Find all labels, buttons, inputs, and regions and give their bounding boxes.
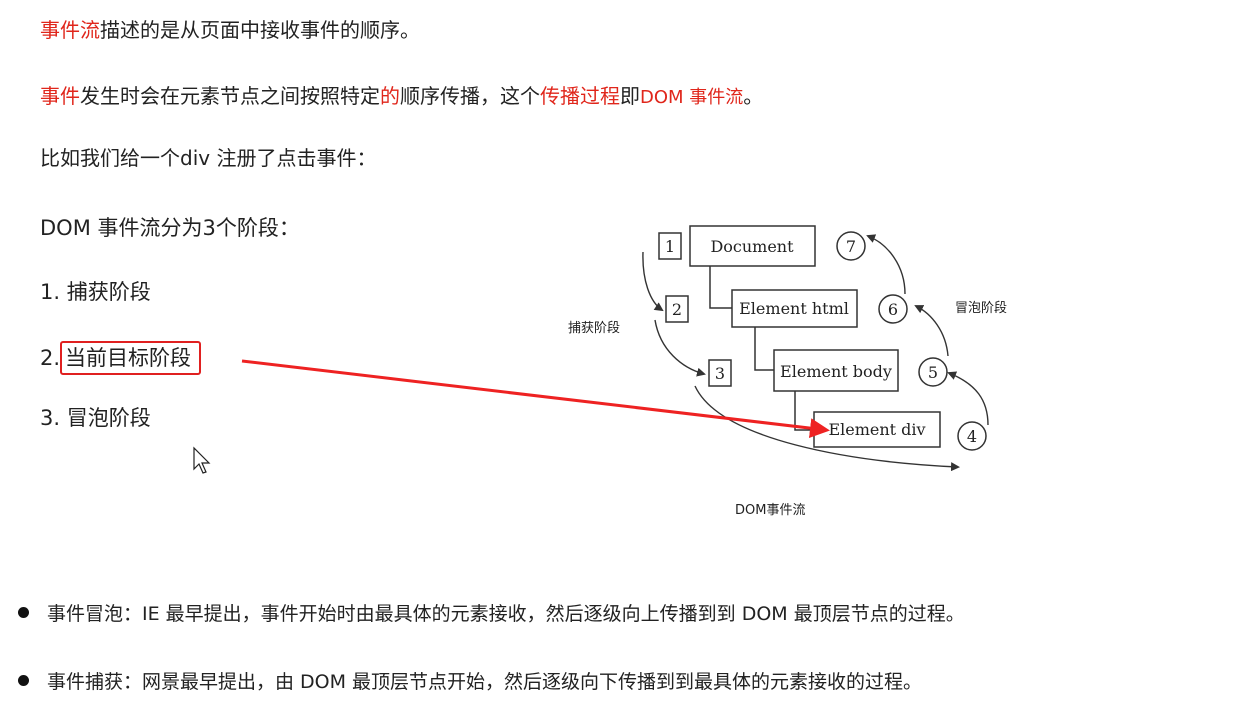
node-html-label: Element html [739, 299, 849, 318]
capture-phase-label: 捕获阶段 [568, 320, 620, 336]
phase-number: 1. [40, 280, 61, 304]
node-html-box [731, 289, 858, 328]
target-phase-highlight-box: 当前目标阶段 [60, 341, 202, 375]
bubble-phase-label: 冒泡阶段 [955, 301, 1007, 316]
phase-number: 2. [40, 346, 61, 370]
intro-line-2-text-a: 发生时会在元素节点之间按照特定 [80, 84, 380, 108]
capture-step-label: 2 [672, 300, 682, 319]
bubble-step-label: 5 [928, 363, 938, 382]
intro-line-2-period: 。 [743, 84, 764, 108]
intro-line-2-text-b: 顺序传播，这个 [400, 84, 540, 108]
bubble-step-circle [957, 421, 987, 451]
capture-arrow [654, 319, 706, 377]
bullet-event-capturing: 事件捕获：网景最早提出，由 DOM 最顶层节点开始，然后逐级向下传播到到最具体的… [18, 668, 922, 696]
node-document-box [689, 225, 816, 267]
intro-line-2-text-c: 即 [620, 84, 640, 108]
phase-number: 3. [40, 406, 61, 430]
tree-connector [794, 391, 814, 431]
capture-step-label: 3 [715, 364, 725, 383]
node-body-label: Element body [780, 362, 892, 381]
capture-arrow [642, 251, 664, 312]
intro-line-3: 比如我们给一个div 注册了点击事件： [40, 146, 377, 170]
bubble-step-circle [918, 357, 948, 387]
phase-label: 当前目标阶段 [65, 346, 192, 370]
bubble-step-label: 6 [888, 300, 898, 319]
intro-line-2-red-de: 的 [380, 84, 400, 108]
dom-event-flow-term: DOM 事件流 [640, 87, 744, 108]
bubble-arrow [866, 234, 906, 295]
tree-connector [754, 327, 774, 371]
diagram-caption: DOM事件流 [735, 503, 805, 518]
phase-item-bubble: 3. 冒泡阶段 [40, 404, 151, 432]
capture-step-box [665, 295, 689, 323]
event-term: 事件 [40, 84, 80, 108]
intro-line-1: 事件流描述的是从页面中接收事件的顺序。 [40, 16, 420, 44]
bullet-event-bubbling: 事件冒泡：IE 最早提出，事件开始时由最具体的元素接收，然后逐级向上传播到到 D… [18, 600, 965, 628]
bullet-text: 事件捕获：网景最早提出，由 DOM 最顶层节点开始，然后逐级向下传播到到最具体的… [47, 671, 923, 693]
phase-label: 捕获阶段 [66, 280, 151, 304]
capture-arrow [694, 385, 960, 472]
phase-label: 冒泡阶段 [66, 406, 151, 430]
bubble-step-circle [878, 294, 908, 324]
phases-heading: DOM 事件流分为3个阶段： [40, 216, 300, 240]
annotation-arrow [241, 359, 830, 439]
tree-connector [709, 266, 732, 309]
bubble-step-label: 7 [846, 237, 856, 256]
propagation-term: 传播过程 [540, 84, 620, 108]
capture-step-label: 1 [665, 237, 675, 256]
bullet-dot-icon [18, 607, 29, 618]
phase-item-capture: 1. 捕获阶段 [40, 278, 151, 306]
bubble-arrow [947, 371, 989, 426]
intro-line-1-text: 描述的是从页面中接收事件的顺序。 [100, 18, 420, 42]
bubble-arrow [914, 305, 949, 357]
event-flow-term: 事件流 [40, 18, 100, 42]
phase-item-target: 2.当前目标阶段 [40, 341, 202, 375]
capture-step-box [658, 232, 682, 260]
node-div-label: Element div [828, 420, 925, 439]
bullet-text: 事件冒泡：IE 最早提出，事件开始时由最具体的元素接收，然后逐级向上传播到到 D… [47, 603, 965, 625]
bubble-step-circle [836, 231, 866, 261]
bubble-step-label: 4 [967, 427, 977, 446]
mouse-cursor-icon [193, 446, 211, 474]
node-body-box [773, 349, 899, 392]
bullet-dot-icon [18, 675, 29, 686]
intro-line-2: 事件发生时会在元素节点之间按照特定的顺序传播，这个传播过程即DOM 事件流。 [40, 82, 763, 112]
node-document-label: Document [710, 237, 794, 256]
capture-step-box [708, 359, 732, 387]
